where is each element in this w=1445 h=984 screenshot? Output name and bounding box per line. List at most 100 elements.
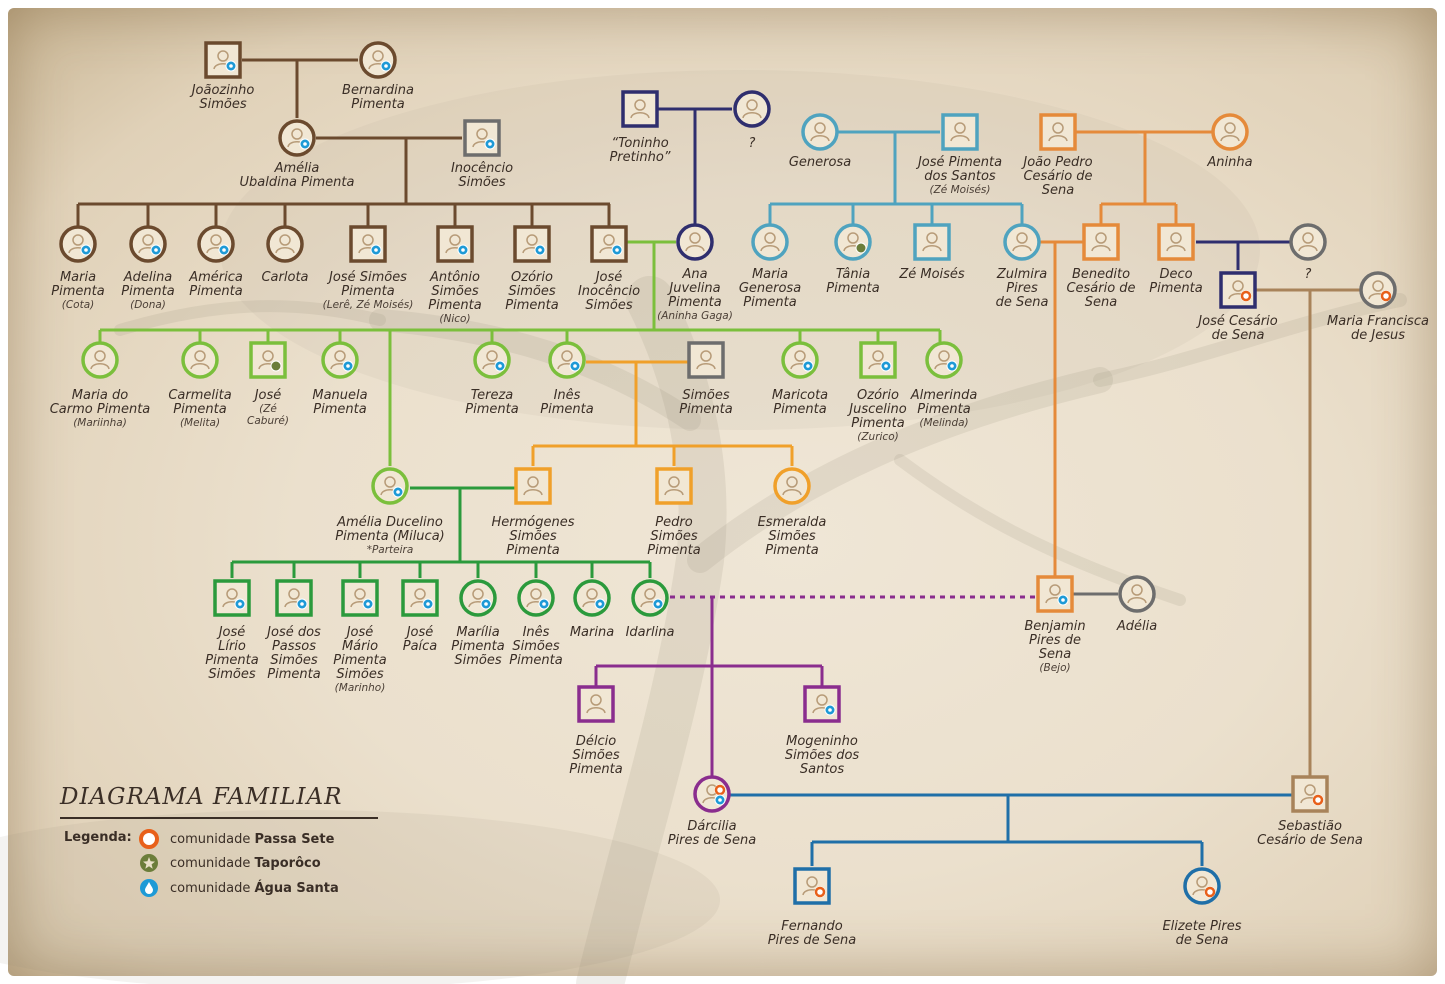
person-ines2[interactable] — [516, 578, 556, 622]
person-sebastiao[interactable] — [1290, 774, 1330, 818]
person-amelia_d[interactable] — [370, 466, 410, 510]
person-fernando[interactable] — [792, 866, 832, 910]
person-carlota[interactable] — [265, 224, 305, 268]
person-q1[interactable] — [732, 89, 772, 133]
person-name-text: José Mário Pimenta Simões — [333, 625, 387, 682]
person-mogeninho[interactable] — [802, 684, 842, 728]
person-simoes_p[interactable] — [686, 340, 726, 384]
person-name: Sebastião Cesário de Sena — [1245, 820, 1375, 848]
person-benjamin[interactable] — [1035, 574, 1075, 618]
legend-prefix: comunidade — [170, 831, 255, 847]
person-jose_lirio[interactable] — [212, 578, 252, 622]
person-generosa[interactable] — [800, 112, 840, 156]
person-ozorio2[interactable] — [858, 340, 898, 384]
person-ines1[interactable] — [547, 340, 587, 384]
person-name: Joãozinho Simões — [158, 84, 288, 112]
person-antonio[interactable] — [435, 224, 475, 268]
person-name: ? — [1243, 268, 1373, 282]
person-name-text: Maria Pimenta — [51, 270, 105, 299]
person-q2[interactable] — [1288, 222, 1328, 266]
person-manuela[interactable] — [320, 340, 360, 384]
person-delcio[interactable] — [576, 684, 616, 728]
person-marina[interactable] — [572, 578, 612, 622]
person-ozorio1[interactable] — [512, 224, 552, 268]
agua-santa-icon — [80, 244, 92, 256]
person-america[interactable] — [196, 224, 236, 268]
person-nickname: *Parteira — [366, 544, 414, 556]
person-benedito[interactable] — [1081, 222, 1121, 266]
person-jose_mario[interactable] — [340, 578, 380, 622]
person-name-text: Maria do Carmo Pimenta — [49, 388, 151, 417]
person-name-text: José Inocêncio Simões — [577, 270, 641, 313]
person-name-text: José Paíca — [402, 625, 438, 654]
person-nickname: (Nico) — [439, 313, 471, 325]
person-hermogenes[interactable] — [513, 466, 553, 510]
passa-sete-icon — [1380, 290, 1392, 302]
agua-santa-icon — [946, 360, 958, 372]
person-adelia[interactable] — [1117, 574, 1157, 618]
female-icon — [781, 341, 819, 379]
person-aninha[interactable] — [1210, 112, 1250, 156]
person-inocencio[interactable] — [462, 118, 502, 162]
person-carmelita[interactable] — [180, 340, 220, 384]
person-marilia[interactable] — [458, 578, 498, 622]
person-zulmira[interactable] — [1002, 222, 1042, 266]
person-jose_passos[interactable] — [274, 578, 314, 622]
person-joaozinho[interactable] — [203, 40, 243, 84]
person-nickname: (Lerê, Zé Moisés) — [322, 299, 414, 311]
person-almerinda[interactable] — [924, 340, 964, 384]
person-adelina[interactable] — [128, 224, 168, 268]
person-name: Délcio Simões Pimenta — [531, 735, 661, 777]
person-ana[interactable] — [675, 222, 715, 266]
person-tereza[interactable] — [472, 340, 512, 384]
person-maricota[interactable] — [780, 340, 820, 384]
person-maria_gen[interactable] — [750, 222, 790, 266]
person-name: Hermógenes Simões Pimenta — [468, 516, 598, 558]
person-name-text: João Pedro Cesário de Sena — [1023, 155, 1093, 198]
person-esmeralda[interactable] — [772, 466, 812, 510]
person-ze_moises[interactable] — [912, 222, 952, 266]
person-toninho[interactable] — [620, 89, 660, 133]
male-icon — [463, 119, 501, 157]
person-name-text: Carlota — [261, 270, 309, 285]
person-deco[interactable] — [1156, 222, 1196, 266]
person-name-text: Aninha — [1207, 155, 1253, 170]
person-maria_carmo[interactable] — [80, 340, 120, 384]
person-darcilia[interactable] — [692, 774, 732, 818]
person-elizete[interactable] — [1182, 866, 1222, 910]
person-name: Benedito Cesário de Sena — [1036, 268, 1166, 310]
person-name-text: América Pimenta — [189, 270, 243, 299]
person-name-text: José dos Passos Simões Pimenta — [267, 625, 321, 682]
agua-santa-icon — [370, 244, 382, 256]
person-name-text: Fernando Pires de Sena — [767, 919, 857, 948]
person-tania[interactable] — [833, 222, 873, 266]
star-icon — [140, 854, 158, 872]
person-maria_cota[interactable] — [58, 224, 98, 268]
person-idarlina[interactable] — [630, 578, 670, 622]
male-icon — [1219, 271, 1257, 309]
legend-name: Água Santa — [254, 880, 339, 896]
person-pedro[interactable] — [654, 466, 694, 510]
person-jose_cabure[interactable] — [248, 340, 288, 384]
person-joao_pedro[interactable] — [1038, 112, 1078, 156]
female-icon — [751, 223, 789, 261]
male-icon — [1082, 223, 1120, 261]
agua-santa-icon — [225, 60, 237, 72]
person-jose_paica[interactable] — [400, 578, 440, 622]
person-jose_cesario[interactable] — [1218, 270, 1258, 314]
person-name-text: José — [254, 388, 282, 403]
person-jose_pimenta[interactable] — [940, 112, 980, 156]
female-icon — [1289, 223, 1327, 261]
person-bernardina[interactable] — [358, 40, 398, 84]
agua-santa-icon — [422, 598, 434, 610]
female-icon — [321, 341, 359, 379]
person-amelia_u[interactable] — [277, 118, 317, 162]
person-name-text: Sebastião Cesário de Sena — [1257, 819, 1363, 848]
person-jose_simoes[interactable] — [348, 224, 388, 268]
female-icon — [773, 467, 811, 505]
person-name-text: Simões Pimenta — [679, 388, 733, 417]
person-maria_francisca[interactable] — [1358, 270, 1398, 314]
person-jose_inocencio[interactable] — [589, 224, 629, 268]
person-name: Carmelita Pimenta(Melita) — [135, 389, 265, 430]
person-name: Amélia Ducelino Pimenta (Miluca)*Parteir… — [325, 516, 455, 557]
